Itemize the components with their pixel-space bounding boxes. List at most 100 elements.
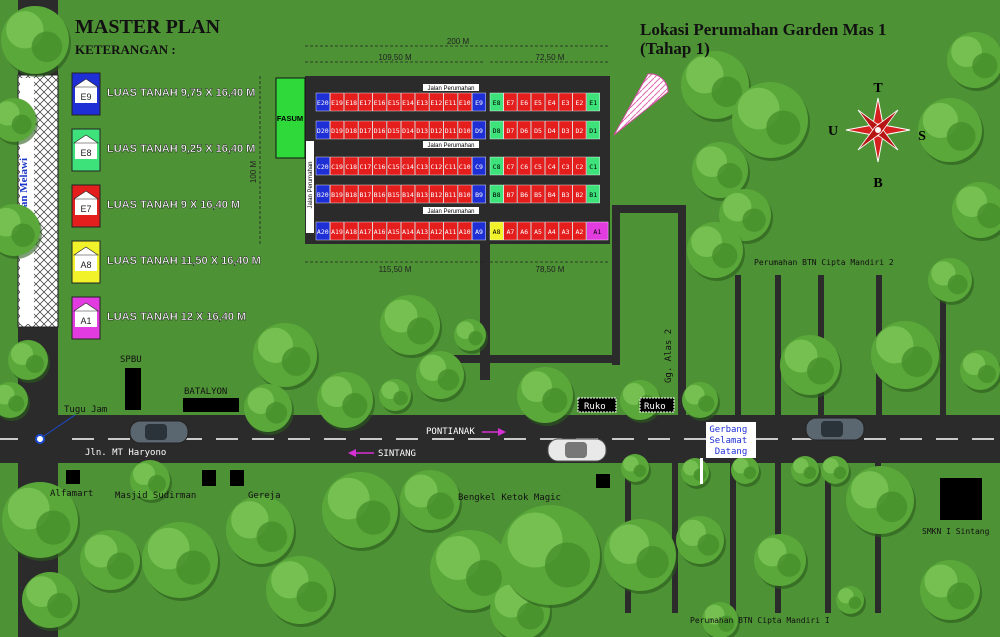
lot[interactable] xyxy=(586,92,600,112)
lot[interactable] xyxy=(545,92,559,112)
lot[interactable] xyxy=(558,184,573,204)
lot[interactable] xyxy=(558,156,573,176)
lot[interactable] xyxy=(330,92,345,112)
lot[interactable] xyxy=(572,156,587,176)
lot[interactable] xyxy=(457,120,472,140)
lot[interactable] xyxy=(415,92,430,112)
lot[interactable] xyxy=(358,184,373,204)
lot[interactable] xyxy=(531,184,545,204)
lot[interactable] xyxy=(472,92,487,112)
lot[interactable] xyxy=(517,221,531,241)
lot[interactable] xyxy=(358,221,373,241)
lot[interactable] xyxy=(386,221,401,241)
lot[interactable] xyxy=(415,120,430,140)
lot[interactable] xyxy=(517,120,531,140)
lot[interactable] xyxy=(586,120,600,140)
lot[interactable] xyxy=(415,156,430,176)
lot[interactable] xyxy=(472,184,487,204)
lot[interactable] xyxy=(429,184,444,204)
lot[interactable] xyxy=(586,221,609,241)
lot[interactable] xyxy=(401,156,416,176)
lot[interactable] xyxy=(457,221,472,241)
lot[interactable] xyxy=(443,184,458,204)
lot[interactable] xyxy=(503,92,518,112)
lot[interactable] xyxy=(401,120,416,140)
lot[interactable] xyxy=(429,92,444,112)
lot[interactable] xyxy=(401,221,416,241)
lot[interactable] xyxy=(344,92,359,112)
lot[interactable] xyxy=(386,92,401,112)
lot[interactable] xyxy=(545,156,559,176)
lot[interactable] xyxy=(472,120,487,140)
lot[interactable] xyxy=(344,156,359,176)
lot[interactable] xyxy=(315,156,330,176)
lot[interactable] xyxy=(572,184,587,204)
lot[interactable] xyxy=(545,221,559,241)
lot[interactable] xyxy=(586,184,600,204)
lot[interactable] xyxy=(372,120,387,140)
lot[interactable] xyxy=(315,92,330,112)
lot[interactable] xyxy=(457,184,472,204)
lot[interactable] xyxy=(517,92,531,112)
lot[interactable] xyxy=(330,120,345,140)
lot[interactable] xyxy=(386,184,401,204)
lot[interactable] xyxy=(372,92,387,112)
lot[interactable] xyxy=(472,156,487,176)
lot[interactable] xyxy=(457,92,472,112)
lot[interactable] xyxy=(558,92,573,112)
lot[interactable] xyxy=(531,221,545,241)
lot[interactable] xyxy=(489,120,504,140)
lot[interactable] xyxy=(443,221,458,241)
lot[interactable] xyxy=(489,184,504,204)
lot[interactable] xyxy=(358,120,373,140)
lot[interactable] xyxy=(330,156,345,176)
lot[interactable] xyxy=(545,120,559,140)
lot[interactable] xyxy=(401,92,416,112)
lot[interactable] xyxy=(489,92,504,112)
lot[interactable] xyxy=(415,184,430,204)
lot[interactable] xyxy=(572,221,587,241)
lot[interactable] xyxy=(503,221,518,241)
lot[interactable] xyxy=(344,120,359,140)
lot[interactable] xyxy=(517,156,531,176)
lot[interactable] xyxy=(386,156,401,176)
lot[interactable] xyxy=(330,221,345,241)
lot[interactable] xyxy=(489,156,504,176)
lot[interactable] xyxy=(315,221,330,241)
lot[interactable] xyxy=(443,120,458,140)
lot[interactable] xyxy=(429,120,444,140)
lot[interactable] xyxy=(415,221,430,241)
lot[interactable] xyxy=(443,92,458,112)
lot[interactable] xyxy=(372,221,387,241)
lot[interactable] xyxy=(489,221,504,241)
lot[interactable] xyxy=(531,156,545,176)
lot[interactable] xyxy=(545,184,559,204)
lot[interactable] xyxy=(330,184,345,204)
lot[interactable] xyxy=(531,120,545,140)
lot[interactable] xyxy=(558,221,573,241)
lot[interactable] xyxy=(558,120,573,140)
lot[interactable] xyxy=(503,184,518,204)
lot[interactable] xyxy=(372,156,387,176)
lot[interactable] xyxy=(344,221,359,241)
lot[interactable] xyxy=(401,184,416,204)
lot[interactable] xyxy=(344,184,359,204)
lot[interactable] xyxy=(572,92,587,112)
lot[interactable] xyxy=(472,221,487,241)
lot[interactable] xyxy=(372,184,387,204)
lot[interactable] xyxy=(386,120,401,140)
lot[interactable] xyxy=(531,92,545,112)
lot[interactable] xyxy=(586,156,600,176)
lot[interactable] xyxy=(429,221,444,241)
lot[interactable] xyxy=(503,156,518,176)
lot[interactable] xyxy=(358,92,373,112)
lot[interactable] xyxy=(517,184,531,204)
lot[interactable] xyxy=(457,156,472,176)
lot[interactable] xyxy=(429,156,444,176)
lot[interactable] xyxy=(358,156,373,176)
lot[interactable] xyxy=(572,120,587,140)
lot[interactable] xyxy=(503,120,518,140)
lot[interactable] xyxy=(315,184,330,204)
lot[interactable] xyxy=(443,156,458,176)
lot[interactable] xyxy=(315,120,330,140)
